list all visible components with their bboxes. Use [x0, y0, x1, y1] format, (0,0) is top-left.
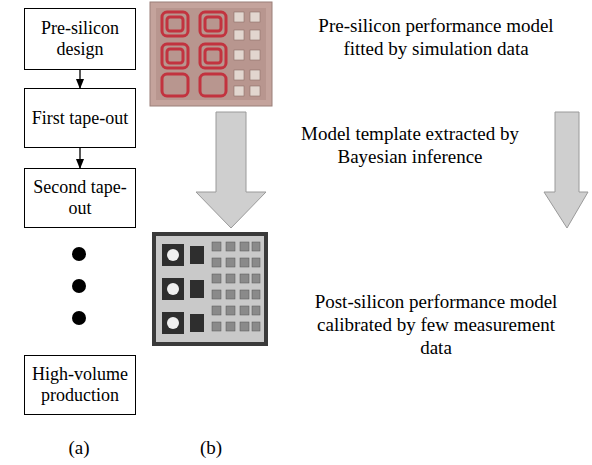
block-arrow [196, 112, 266, 228]
flow-arrow [79, 70, 80, 88]
post-silicon-chip [152, 232, 268, 346]
box-text: First tape-out [32, 108, 129, 129]
continuation-dots [72, 247, 86, 325]
box-text: Second tape-out [31, 177, 129, 219]
process-box: Pre-silicon design [24, 8, 136, 70]
box-text: Pre-silicon design [31, 18, 129, 60]
box-text: High-volume production [31, 364, 129, 406]
panel-label: (a) [49, 436, 109, 459]
process-box: First tape-out [24, 88, 136, 148]
process-box: High-volume production [24, 355, 136, 415]
flow-arrow [79, 148, 80, 168]
annotation-text: Pre-silicon performance model fitted by … [301, 14, 571, 60]
pre-silicon-chip [150, 2, 272, 106]
process-box: Second tape-out [24, 168, 136, 228]
annotation-text: Post-silicon performance model calibrate… [301, 290, 571, 359]
panel-label: (b) [181, 436, 241, 459]
block-arrow [544, 112, 588, 228]
annotation-text: Model template extracted by Bayesian inf… [285, 122, 535, 168]
